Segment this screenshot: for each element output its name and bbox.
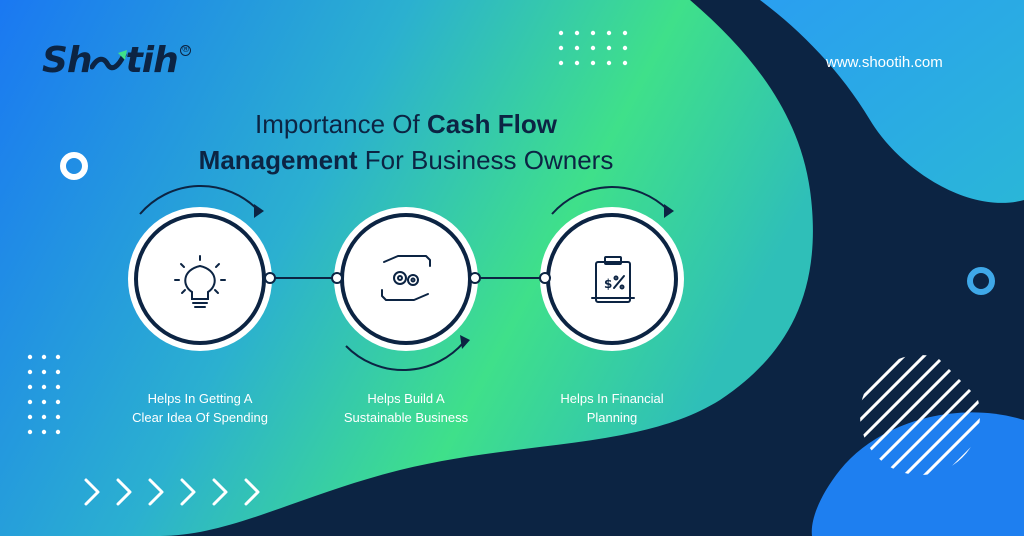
step-circle-1 xyxy=(128,207,272,351)
light-bulb-icon xyxy=(174,255,226,308)
ring-decoration-left xyxy=(60,152,88,180)
growth-arrow-icon xyxy=(89,49,127,70)
step-label-3: Helps In Financial Planning xyxy=(560,391,664,425)
arc-arrow-1 xyxy=(139,185,259,215)
website-link[interactable]: www.shootih.com xyxy=(826,54,943,71)
hands-gears-icon xyxy=(381,255,431,301)
dot-grid-top xyxy=(558,30,628,66)
financial-clipboard-icon: $ xyxy=(591,256,635,303)
page-title: Importance Of Cash Flow Management For B… xyxy=(0,106,812,178)
chevron-row xyxy=(84,478,260,506)
title-line-2: Management For Business Owners xyxy=(198,145,614,175)
title-line-1: Importance Of Cash Flow xyxy=(255,109,557,139)
step-label-2: Helps Build A Sustainable Business xyxy=(343,391,469,425)
svg-text:$: $ xyxy=(604,277,612,291)
step-label-1: Helps In Getting A Clear Idea Of Spendin… xyxy=(132,391,268,425)
dot-grid-left xyxy=(27,354,61,435)
ring-decoration-right xyxy=(967,267,995,295)
registered-mark: ® xyxy=(179,45,191,56)
brand-logo[interactable]: Sh tih ® xyxy=(42,40,191,81)
arc-arrow-2 xyxy=(345,341,465,371)
arc-arrow-3 xyxy=(551,186,669,215)
